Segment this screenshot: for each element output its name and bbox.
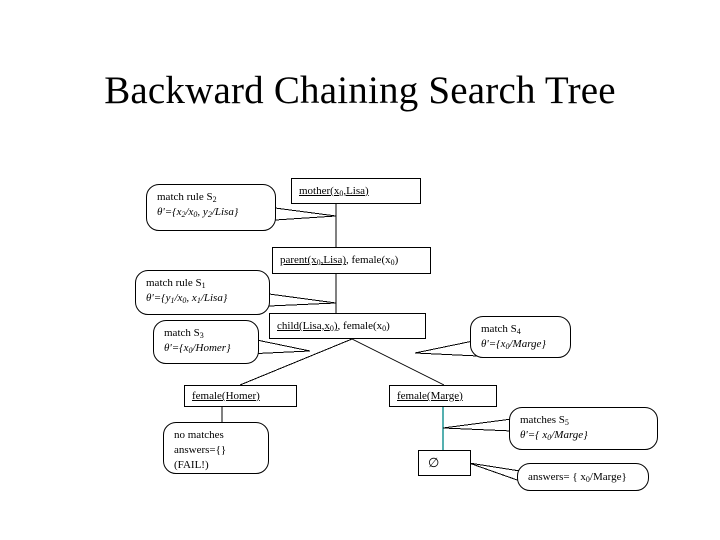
goal-box-mother: mother(x0,Lisa) bbox=[291, 178, 421, 204]
callout-match-rule-s2: match rule S2 θ'={x2/x0, y2/Lisa} bbox=[146, 184, 276, 231]
goal-mother-text: mother(x0,Lisa) bbox=[299, 184, 369, 198]
callout-nomatch-line3: (FAIL!) bbox=[174, 458, 209, 471]
callout-match-rule-s1: match rule S1 θ'={y1/x0, x1/Lisa} bbox=[135, 270, 270, 315]
callout-s4-line1: match S4 bbox=[481, 323, 521, 336]
tail-match-s4 bbox=[414, 339, 479, 357]
goal-box-parent: parent(x0,Lisa), female(x0) bbox=[272, 247, 431, 274]
edge-child-female-marge bbox=[351, 338, 445, 386]
callout-answers-line1: answers= { x0/Marge} bbox=[528, 470, 627, 484]
goal-box-empty-set: ∅ bbox=[418, 450, 471, 476]
callout-s4-line2: θ'={x0/Marge} bbox=[481, 337, 546, 351]
callout-s5-line1: matches S5 bbox=[520, 414, 569, 427]
callout-matches-s5: matches S5 θ'={ x0/Marge} bbox=[509, 407, 658, 450]
callout-s1-line2: θ'={y1/x0, x1/Lisa} bbox=[146, 291, 228, 305]
goal-parent-underlined: parent(x0,Lisa) bbox=[280, 254, 347, 268]
tail-match-s1 bbox=[268, 293, 337, 307]
callout-s3-line1: match S3 bbox=[164, 327, 204, 340]
tail-match-s2 bbox=[274, 207, 337, 221]
tail-matches-s5 bbox=[442, 418, 513, 432]
edge-child-female-homer bbox=[239, 338, 353, 386]
goal-box-child: child(Lisa,x0), female(x0) bbox=[269, 313, 426, 339]
tail-answers bbox=[468, 462, 521, 482]
goal-box-female-homer: female(Homer) bbox=[184, 385, 297, 407]
callout-s2-line2: θ'={x2/x0, y2/Lisa} bbox=[157, 205, 239, 219]
callout-match-s4: match S4 θ'={x0/Marge} bbox=[470, 316, 571, 358]
goal-child-underlined: child(Lisa,x0) bbox=[277, 319, 338, 333]
callout-s1-line1: match rule S1 bbox=[146, 277, 206, 290]
goal-female-homer-text: female(Homer) bbox=[192, 389, 260, 402]
goal-parent-rest: , female(x0) bbox=[346, 254, 399, 268]
callout-nomatch-line1: no matches bbox=[174, 429, 224, 441]
callout-answers: answers= { x0/Marge} bbox=[517, 463, 649, 491]
callout-nomatch-line2: answers={} bbox=[174, 443, 227, 456]
goal-female-marge-text: female(Marge) bbox=[397, 389, 463, 402]
goal-box-female-marge: female(Marge) bbox=[389, 385, 497, 407]
callout-no-matches: no matches answers={} (FAIL!) bbox=[163, 422, 269, 474]
goal-child-rest: , female(x0) bbox=[337, 319, 390, 333]
callout-s3-line2: θ'={x0/Homer} bbox=[164, 341, 231, 355]
page-title: Backward Chaining Search Tree bbox=[104, 69, 616, 112]
callout-s5-line2: θ'={ x0/Marge} bbox=[520, 428, 588, 442]
empty-set-icon: ∅ bbox=[428, 455, 440, 470]
callout-s2-line1: match rule S2 bbox=[157, 191, 217, 204]
callout-match-s3: match S3 θ'={x0/Homer} bbox=[153, 320, 259, 364]
